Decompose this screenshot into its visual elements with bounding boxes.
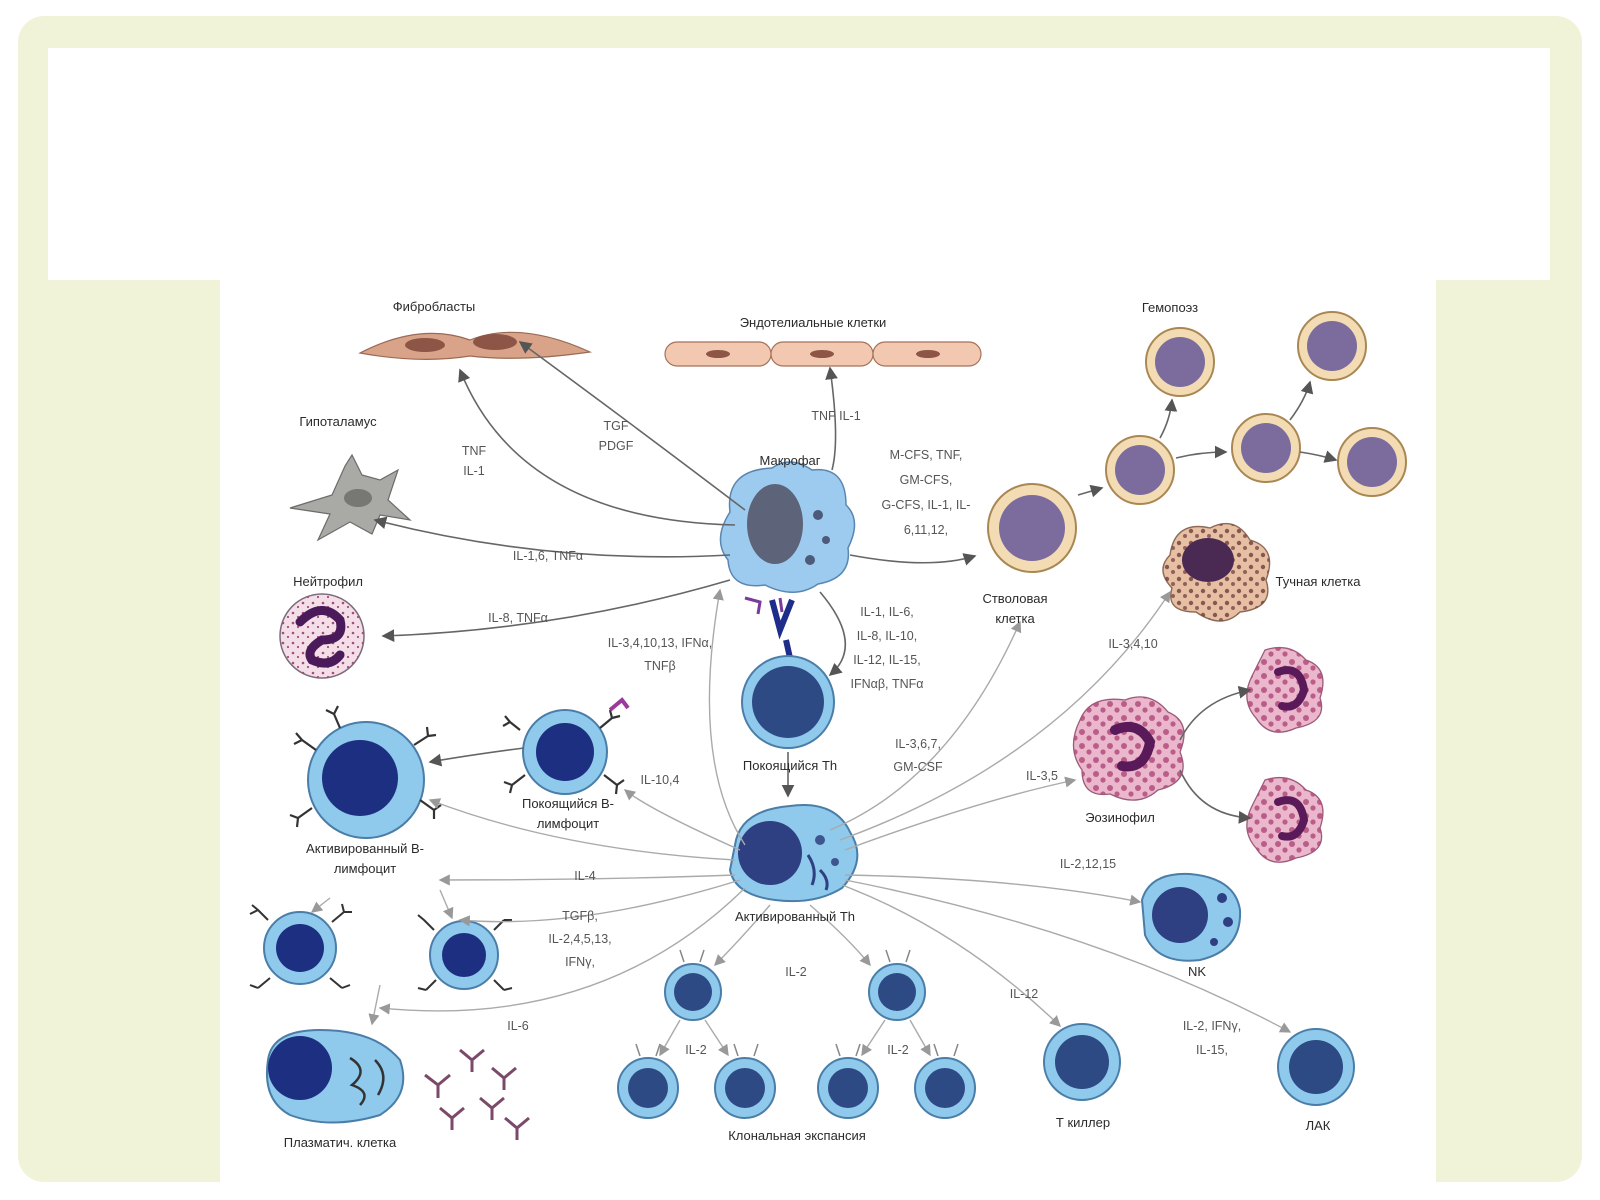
cytokine-tnf: TNF: [462, 444, 487, 458]
label-endothelial: Эндотелиальные клетки: [740, 315, 887, 330]
cytokine-tgf: TGF: [604, 419, 629, 433]
cytokine-m-cfs-1: M-CFS, TNF,: [890, 448, 963, 462]
cytokine-il16-tnfa: IL-1,6, TNFα: [513, 549, 583, 563]
label-fibroblasts: Фибробласты: [393, 299, 476, 314]
label-resting-b-2: лимфоцит: [537, 816, 599, 831]
title-box: [48, 48, 1550, 280]
cytokine-tgfb-3: IFNγ,: [565, 955, 595, 969]
cytokine-il3-4-10: IL-3,4,10: [1108, 637, 1157, 651]
label-clonal-expansion: Клональная экспансия: [728, 1128, 866, 1143]
macrophage-cell: [719, 461, 856, 659]
label-hypothalamus: Гипоталамус: [299, 414, 377, 429]
cytokine-pdgf: PDGF: [599, 439, 634, 453]
cytokine-mac-to-th-4: IFNαβ, TNFα: [850, 677, 923, 691]
arrows-dark: [373, 341, 1338, 824]
cytokine-il12: IL-12: [1010, 987, 1039, 1001]
cytokine-mac-to-th-1: IL-1, IL-6,: [860, 605, 914, 619]
antibodies: [424, 1048, 530, 1140]
cytokine-il2-c: IL-2: [887, 1043, 909, 1057]
label-stem-cell-1: Стволовая: [982, 591, 1047, 606]
label-resting-th: Покоящийся Th: [743, 758, 837, 773]
label-neutrophil: Нейтрофил: [293, 574, 363, 589]
label-stem-cell-2: клетка: [995, 611, 1035, 626]
activated-b-cell: [289, 705, 442, 839]
cytokine-il2-12-15: IL-2,12,15: [1060, 857, 1116, 871]
cytokine-lak-2: IL-15,: [1196, 1043, 1228, 1057]
arrows-light: [310, 588, 1292, 1057]
label-plasma-cell: Плазматич. клетка: [284, 1135, 397, 1150]
cytokine-m-cfs-4: 6,11,12,: [904, 523, 948, 537]
label-activated-th: Активированный Th: [735, 909, 855, 924]
cytokine-il8-tnfa: IL-8, TNFα: [488, 611, 548, 625]
cytokine-il2-b: IL-2: [685, 1043, 707, 1057]
t-killer-cell: [1043, 1023, 1121, 1101]
label-hemopoiesis: Гемопоэз: [1142, 300, 1198, 315]
hypothalamus-neuron: [289, 453, 412, 542]
label-activated-b-2: лимфоцит: [334, 861, 396, 876]
label-eosinophil: Эозинофил: [1085, 810, 1155, 825]
cytokine-lak-1: IL-2, IFNγ,: [1183, 1019, 1241, 1033]
endothelial-cells: [664, 341, 982, 367]
label-t-killer: Т киллер: [1056, 1115, 1110, 1130]
cytokine-il1: IL-1: [463, 464, 485, 478]
eosinophil-cells: [1072, 646, 1324, 863]
cytokine-il3-6-7-1: IL-3,6,7,: [895, 737, 941, 751]
b-cells-lower: [249, 903, 513, 991]
cytokine-il3-6-7-2: GM-CSF: [893, 760, 943, 774]
plasma-cell: [266, 1028, 405, 1124]
cytokine-il4: IL-4: [574, 869, 596, 883]
label-resting-b-1: Покоящийся В-: [522, 796, 614, 811]
cytokine-il6: IL-6: [507, 1019, 529, 1033]
fibroblast-cells: [358, 331, 593, 360]
cytokine-tgfb-2: IL-2,4,5,13,: [548, 932, 611, 946]
diagram-panel: [220, 280, 1436, 1184]
cytokine-th-to-mac-1: IL-3,4,10,13, IFNα,: [608, 636, 713, 650]
cytokine-m-cfs-2: GM-CFS,: [900, 473, 953, 487]
clonal-expansion-cells: [617, 949, 976, 1119]
cytokine-mac-to-th-2: IL-8, IL-10,: [857, 629, 917, 643]
hemopoiesis-cells: [1105, 311, 1407, 505]
neutrophil-cell: [279, 593, 365, 679]
stem-cell: [987, 483, 1077, 573]
cytokine-tnf-il1-endo: TNF IL-1: [811, 409, 860, 423]
nk-cell: [1140, 872, 1242, 962]
label-activated-b-1: Активированный В-: [306, 841, 424, 856]
activated-th-cell: [728, 804, 859, 903]
lak-cell: [1277, 1028, 1355, 1106]
cytokine-mac-to-th-3: IL-12, IL-15,: [853, 653, 920, 667]
cytokine-il3-5: IL-3,5: [1026, 769, 1058, 783]
cytokine-il2-a: IL-2: [785, 965, 807, 979]
label-mast-cell: Тучная клетка: [1276, 574, 1362, 589]
cytokine-il10-4: IL-10,4: [641, 773, 680, 787]
resting-th-cell: [741, 655, 835, 749]
cytokine-tgfb-1: TGFβ,: [562, 909, 598, 923]
label-macrophage: Макрофаг: [759, 453, 820, 468]
cytokine-m-cfs-3: G-CFS, IL-1, IL-: [882, 498, 971, 512]
resting-b-cell: [502, 697, 630, 795]
cytokine-th-to-mac-2: TNFβ: [644, 659, 676, 673]
label-lak: ЛАК: [1306, 1118, 1331, 1133]
mast-cell: [1162, 522, 1271, 622]
label-nk: NK: [1188, 964, 1206, 979]
